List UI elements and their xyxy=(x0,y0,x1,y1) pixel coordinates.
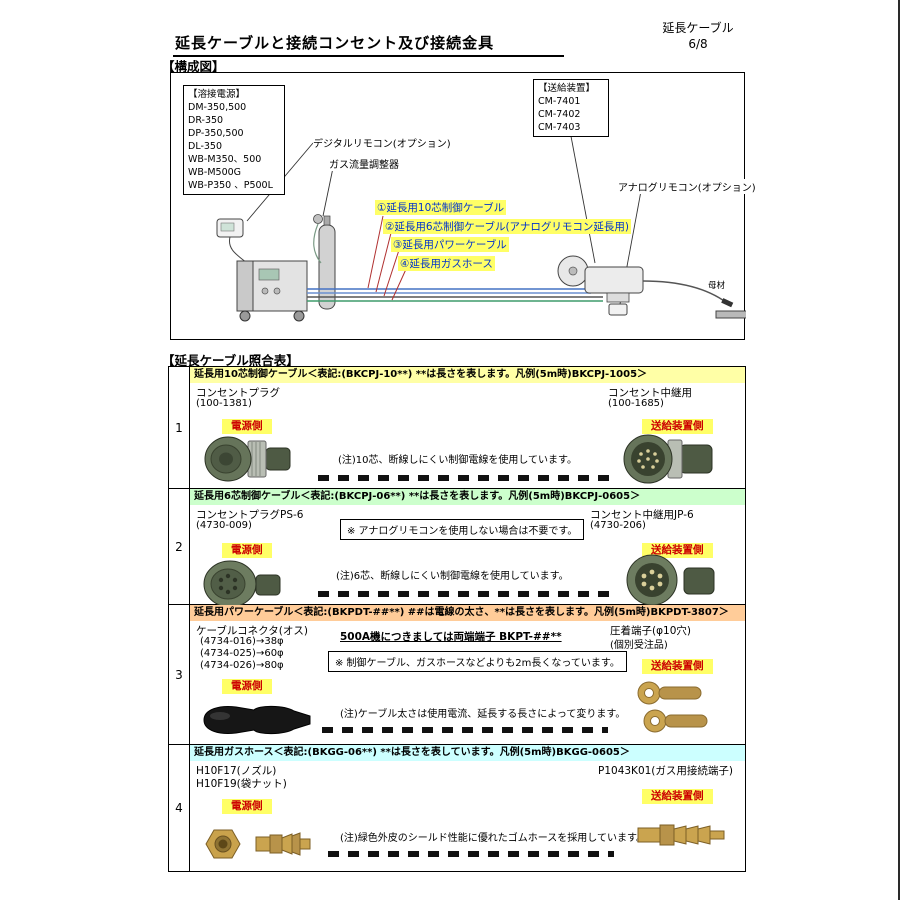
part-name-right: 圧着端子(φ10穴) xyxy=(610,625,691,637)
power-side-badge: 電源側 xyxy=(222,679,272,694)
part-name-right: P1043K01(ガス用接続端子) xyxy=(598,765,733,777)
cable-dashes xyxy=(318,475,610,481)
row-number: 3 xyxy=(169,605,190,744)
diagram-artwork xyxy=(216,130,746,322)
part-name-left: コンセントプラグPS-6 xyxy=(196,509,304,521)
part-name-right: コンセント中継用 xyxy=(608,387,692,399)
row-note: (注)6芯、断線しにくい制御電線を使用しています。 xyxy=(336,571,569,582)
mid-note-box: ※ 制御ケーブル、ガスホースなどよりも2m長くなっています。 xyxy=(328,651,627,672)
model-item: CM-7402 xyxy=(538,109,581,120)
crimp-terminals-icon xyxy=(637,681,708,733)
gas-regulator-label: ガス流量調整器 xyxy=(329,156,399,171)
table-row-2: 2 延長用6芯制御ケーブル＜表記:(BKCPJ-06**) **は長さを表します… xyxy=(169,489,745,608)
power-source-title: 【溶接電源】 xyxy=(188,89,246,100)
corner-label: 延長ケーブル xyxy=(662,21,734,35)
page-title: 延長ケーブルと接続コンセント及び接続金具 xyxy=(173,32,565,57)
part-name-left: ケーブルコネクタ(オス) xyxy=(196,625,308,637)
configuration-diagram: 【溶接電源】 DM-350,500 DR-350 DP-350,500 DL-3… xyxy=(170,72,756,340)
connector-plug-10pin-icon xyxy=(204,436,291,482)
part-name-left: コンセントプラグ xyxy=(196,387,280,399)
welding-machine-art xyxy=(236,260,308,322)
analog-remote-label: アナログリモコン(オプション) xyxy=(618,179,756,194)
feeder-side-badge: 送給装置側 xyxy=(642,789,713,804)
gas-nozzle-nut-icon xyxy=(205,829,311,859)
row-header: 延長用10芯制御ケーブル＜表記:(BKCPJ-10**) **は長さを表します。… xyxy=(190,367,745,383)
part-code-right: (100-1685) xyxy=(608,398,664,409)
gas-cylinder-art xyxy=(313,214,336,310)
power-cable-connector-icon xyxy=(203,705,311,735)
part-name-left: H10F17(ノズル) xyxy=(196,765,277,777)
row-note: (注)10芯、断線しにくい制御電線を使用しています。 xyxy=(338,455,578,466)
gas-barb-fitting-icon xyxy=(637,824,725,846)
part-code-right: (個別受注品) xyxy=(610,640,668,651)
row-header: 延長用6芯制御ケーブル＜表記:(BKCPJ-06**) **は長さを表します。凡… xyxy=(190,489,745,505)
connector-plug-6pin-icon xyxy=(203,560,281,608)
feeder-box: 【送給装置】 CM-7401 CM-7402 CM-7403 xyxy=(533,79,609,137)
part-code-left: (4734-016)→38φ xyxy=(200,636,284,647)
part-name-right: コンセント中継用JP-6 xyxy=(590,509,694,521)
cable-bundle-art xyxy=(307,288,603,302)
power-source-box: 【溶接電源】 DM-350,500 DR-350 DP-350,500 DL-3… xyxy=(183,85,285,195)
corner-label-block: 延長ケーブル 6/8 xyxy=(648,20,748,52)
table-row-3: 3 延長用パワーケーブル＜表記:(BKPDT-##**) ##は電線の太さ、**… xyxy=(169,605,745,745)
model-item: DM-350,500 xyxy=(188,102,247,113)
analog-remote-art xyxy=(608,303,628,316)
power-side-badge: 電源側 xyxy=(222,799,272,814)
reference-table: 1 延長用10芯制御ケーブル＜表記:(BKCPJ-10**) **は長さを表しま… xyxy=(168,366,746,872)
row-note: (注)緑色外皮のシールド性能に優れたゴムホースを採用しています。 xyxy=(340,833,647,844)
model-item: DP-350,500 xyxy=(188,128,244,139)
mid-note-box: ※ アナログリモコンを使用しない場合は不要です。 xyxy=(340,519,585,540)
mid-title: 500A機につきましては両端端子 BKPT-##** xyxy=(340,631,562,643)
page-number: 6/8 xyxy=(688,37,708,51)
cable-dashes xyxy=(328,851,614,857)
connector-receptacle-10pin-icon xyxy=(623,434,713,484)
connector-receptacle-6pin-icon xyxy=(626,554,715,606)
table-section-title: 【延長ケーブル照合表】 xyxy=(162,353,299,368)
model-item: DR-350 xyxy=(188,115,224,126)
row-number: 1 xyxy=(169,367,190,488)
feeder-side-badge: 送給装置側 xyxy=(642,543,713,558)
row-header: 延長用ガスホース＜表記:(BKGG-06**) **は長さを表しています。凡例(… xyxy=(190,745,745,761)
model-item: WB-M350、500 xyxy=(188,154,262,165)
cable-legend-item-2: ②延長用6芯制御ケーブル(アナログリモコン延長用) xyxy=(383,218,631,234)
table-row-1: 1 延長用10芯制御ケーブル＜表記:(BKCPJ-10**) **は長さを表しま… xyxy=(169,367,745,489)
row-note: (注)ケーブル太さは使用電流、延長する長さによって変ります。 xyxy=(340,709,626,720)
part-code-left: (4734-025)→60φ xyxy=(200,648,284,659)
cable-legend-item-1: ①延長用10芯制御ケーブル xyxy=(375,200,507,215)
part-code-left: (100-1381) xyxy=(196,398,252,409)
model-item: DL-350 xyxy=(188,141,223,152)
row-number: 2 xyxy=(169,489,190,604)
model-item: WB-P350 、P500L xyxy=(188,180,273,191)
cable-dashes xyxy=(322,727,608,733)
model-item: CM-7401 xyxy=(538,96,581,107)
torch-art xyxy=(642,280,746,319)
feeder-side-badge: 送給装置側 xyxy=(642,659,713,674)
power-side-badge: 電源側 xyxy=(222,543,272,558)
digital-remote-label: デジタルリモコン(オプション) xyxy=(313,135,451,150)
feeder-title: 【送給装置】 xyxy=(538,83,596,94)
cable-legend-item-4: ④延長用ガスホース xyxy=(398,255,495,271)
part-code-right: (4730-206) xyxy=(590,520,646,531)
table-row-4: 4 延長用ガスホース＜表記:(BKGG-06**) **は長さを表しています。凡… xyxy=(169,745,745,871)
cable-legend: ①延長用10芯制御ケーブル ②延長用6芯制御ケーブル(アナログリモコン延長用) … xyxy=(375,200,631,274)
power-side-badge: 電源側 xyxy=(222,419,272,434)
cable-legend-item-3: ③延長用パワーケーブル xyxy=(391,237,509,252)
row-number: 4 xyxy=(169,745,190,871)
diagram-section-title: 【構成図】 xyxy=(162,59,225,74)
model-item: CM-7403 xyxy=(538,122,581,133)
cable-dashes xyxy=(318,591,610,597)
wire-feeder-art xyxy=(557,255,644,303)
part-code-left: (4730-009) xyxy=(196,520,252,531)
part-code-left: (4734-026)→80φ xyxy=(200,660,284,671)
feeder-side-badge: 送給装置側 xyxy=(642,419,713,434)
part-code-left: H10F19(袋ナット) xyxy=(196,778,287,790)
legend-leader-lines xyxy=(367,215,408,301)
base-metal-label: 母材 xyxy=(708,279,726,291)
model-item: WB-M500G xyxy=(188,167,242,178)
row-header: 延長用パワーケーブル＜表記:(BKPDT-##**) ##は電線の太さ、**は長… xyxy=(190,605,745,621)
